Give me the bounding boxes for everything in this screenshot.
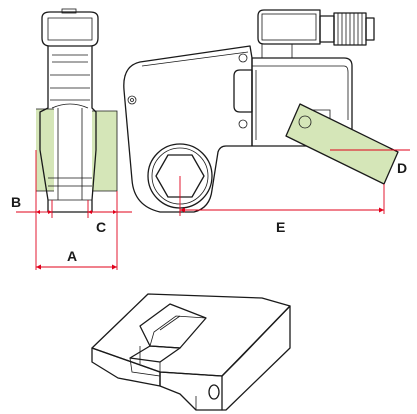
iso-hole bbox=[208, 384, 220, 400]
label-c: C bbox=[96, 219, 106, 235]
swivel-head bbox=[41, 11, 99, 47]
dimension-e: E bbox=[179, 176, 384, 235]
iso-right-block bbox=[159, 371, 223, 411]
wrench-body bbox=[123, 45, 253, 213]
side-body bbox=[39, 45, 97, 213]
dimension-b: B bbox=[11, 150, 53, 270]
dimension-a: A bbox=[36, 248, 117, 270]
isometric-view bbox=[91, 293, 291, 411]
label-d: D bbox=[397, 160, 407, 176]
label-a: A bbox=[67, 248, 77, 264]
front-view bbox=[123, 9, 399, 213]
label-e: E bbox=[276, 219, 285, 235]
iso-left-face bbox=[91, 347, 161, 387]
swivel-fitting bbox=[257, 9, 321, 45]
hex-socket bbox=[155, 154, 205, 198]
reaction-arm bbox=[285, 103, 399, 185]
dimension-c: C bbox=[87, 191, 132, 270]
dimension-d: D bbox=[330, 149, 410, 214]
side-view bbox=[36, 8, 118, 213]
label-b: B bbox=[11, 194, 21, 210]
iso-opening bbox=[139, 303, 207, 349]
